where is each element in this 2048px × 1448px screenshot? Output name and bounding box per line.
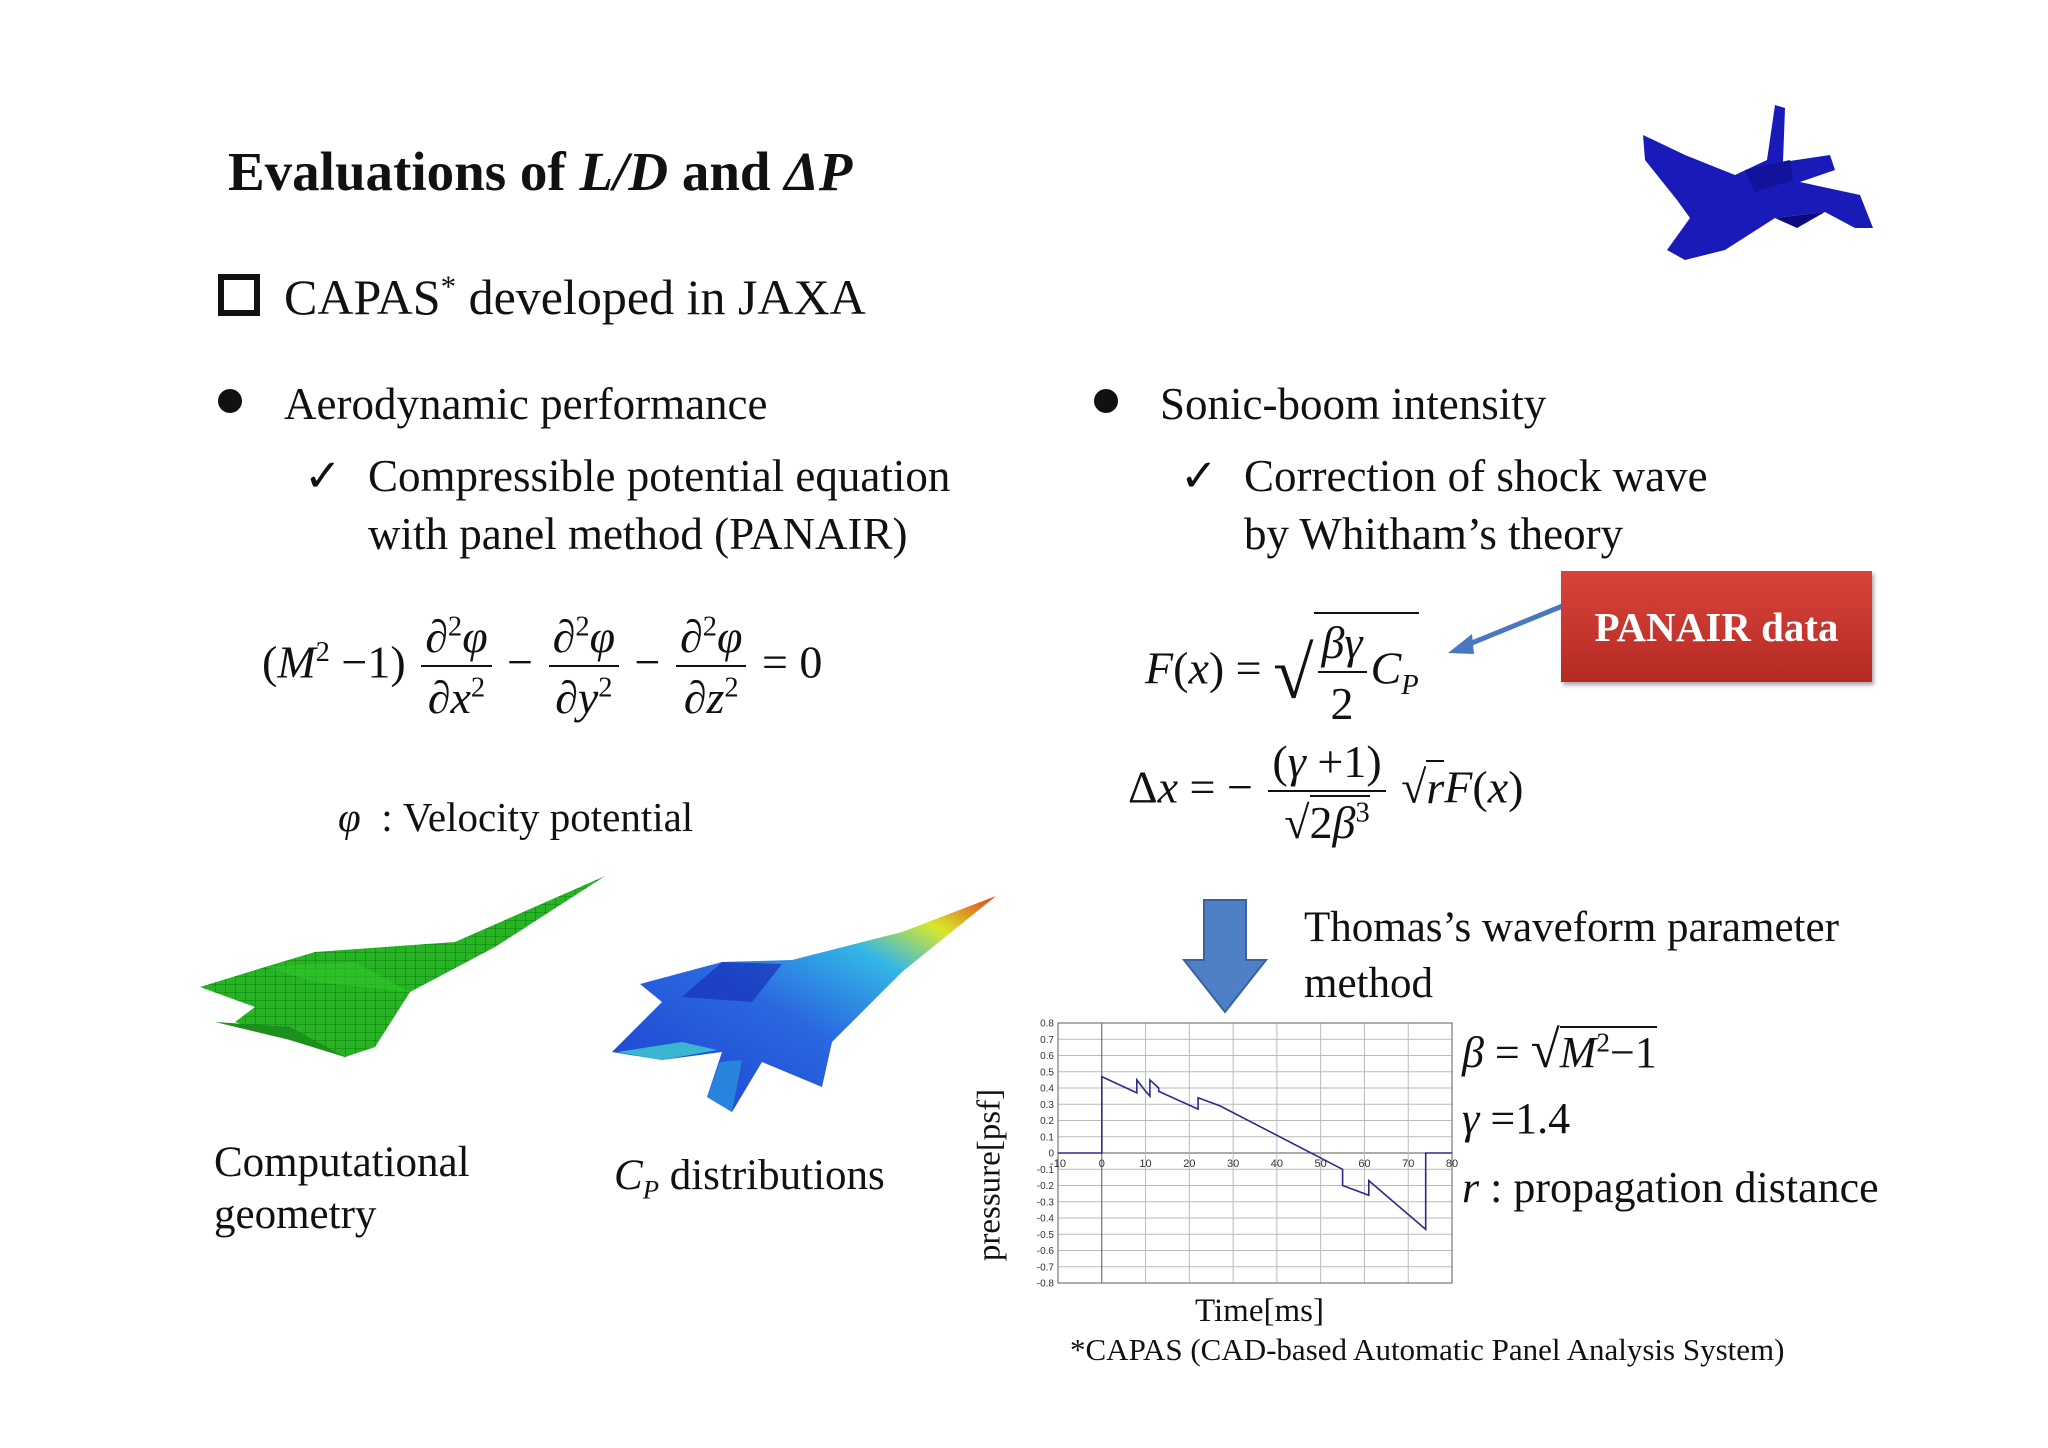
- caption-cp: CP distributions: [614, 1152, 885, 1205]
- chart-ytick-label: -0.1: [1037, 1165, 1055, 1176]
- computational-geometry-model: [200, 876, 605, 1057]
- gamma-definition: γ =1.4: [1462, 1094, 1571, 1143]
- cp-distribution-model: [612, 896, 996, 1112]
- chart-ytick-label: 0.8: [1040, 1019, 1054, 1030]
- bullet-dot-icon: [1094, 389, 1118, 413]
- pressure-waveform-chart: 0.8 0.7 0.6 0.5 0.4 0.3 0.2 0.1 0 -0.1 -0.2 -0.3 -0.…: [1037, 1019, 1458, 1290]
- delta-x-equation: Δx = − (γ +1)√2β3 √rF(x): [1128, 736, 1524, 848]
- chart-ytick-label: 0.4: [1040, 1084, 1054, 1095]
- r-definition: r : propagation distance: [1462, 1163, 1879, 1212]
- chart-ytick-label: -0.8: [1037, 1279, 1055, 1290]
- airplane-icon: [1643, 105, 1873, 260]
- chart-xtick-label: 80: [1446, 1158, 1458, 1170]
- checkmark-icon: ✓: [1180, 451, 1218, 501]
- checkmark-icon: ✓: [304, 451, 342, 501]
- chart-xtick-label: 20: [1183, 1158, 1195, 1170]
- panair-arrow-icon: [1448, 602, 1566, 654]
- chart-ytick-label: 0.6: [1040, 1051, 1054, 1062]
- chart-xtick-label: 70: [1402, 1158, 1414, 1170]
- square-bullet-icon: [218, 274, 260, 316]
- chart-xtick-label: 40: [1271, 1158, 1283, 1170]
- chart-xtick-label: 60: [1358, 1158, 1370, 1170]
- chart-ytick-label: 0.7: [1040, 1035, 1054, 1046]
- chart-ytick-label: 0: [1048, 1149, 1054, 1160]
- chart-ytick-label: -0.3: [1037, 1197, 1055, 1208]
- chart-ytick-label: 0.3: [1040, 1100, 1054, 1111]
- chart-series: [1058, 1075, 1452, 1232]
- chart-xtick-label: 10: [1139, 1158, 1151, 1170]
- chart-series-line: [1058, 1075, 1452, 1232]
- chart-xtick-label: 30: [1227, 1158, 1239, 1170]
- check-correction: ✓ Correction of shock wave by Whitham’s …: [1180, 447, 1708, 563]
- footnote: *CAPAS (CAD-based Automatic Panel Analys…: [1070, 1332, 1785, 1367]
- chart-xtick-label: 0: [1099, 1158, 1105, 1170]
- panair-data-box: PANAIR data: [1561, 571, 1872, 682]
- chart-ytick-label: 0.5: [1040, 1067, 1054, 1078]
- chart-ytick-label: -0.5: [1037, 1230, 1055, 1241]
- caption-geometry: Computational geometry: [214, 1139, 470, 1238]
- chart-xtick-label: 50: [1315, 1158, 1327, 1170]
- chart-ytick-label: -0.4: [1037, 1214, 1055, 1225]
- chart-xlabel: Time[ms]: [1195, 1293, 1324, 1329]
- chart-grid: [1057, 1022, 1453, 1284]
- chart-ylabel: pressure[psf]: [971, 1088, 1008, 1262]
- thomas-method-text: Thomas’s waveform parameter method: [1304, 904, 1839, 1007]
- chart-xtick-label: -10: [1050, 1158, 1066, 1170]
- phi-definition: φ : Velocity potential: [338, 794, 694, 840]
- down-arrow-icon: [1182, 899, 1268, 1014]
- potential-equation: (M2 −1) ∂2φ∂x2 − ∂2φ∂y2 − ∂2φ∂z2 = 0: [262, 611, 823, 723]
- chart-ytick-label: -0.7: [1037, 1262, 1055, 1273]
- bullet-sonic-boom: Sonic-boom intensity: [1094, 378, 1546, 430]
- chart-ytick-label: 0.2: [1040, 1116, 1054, 1127]
- bullet-aerodynamic: Aerodynamic performance: [218, 378, 768, 430]
- page-title: Evaluations of L/D and ΔP: [228, 141, 853, 202]
- bullet-dot-icon: [218, 389, 242, 413]
- beta-definition: β = √M2−1: [1462, 1021, 1657, 1079]
- chart-ytick-label: 0.1: [1040, 1132, 1054, 1143]
- chart-ticks: 0.8 0.7 0.6 0.5 0.4 0.3 0.2 0.1 0 -0.1 -0.2 -0.3 -0.…: [1037, 1019, 1458, 1290]
- chart-ytick-label: -0.2: [1037, 1181, 1055, 1192]
- subtitle: CAPAS* developed in JAXA: [218, 268, 866, 326]
- chart-ytick-label: -0.6: [1037, 1246, 1055, 1257]
- check-compressible: ✓ Compressible potential equation with p…: [304, 447, 950, 563]
